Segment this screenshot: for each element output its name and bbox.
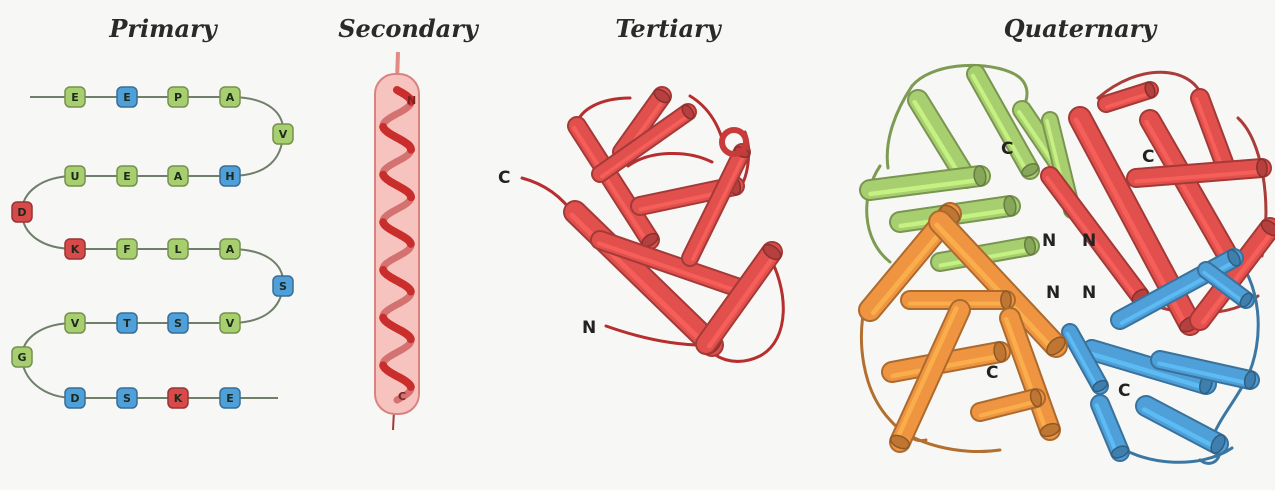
c-terminus-label: C xyxy=(1118,381,1130,401)
residue: E xyxy=(117,166,137,186)
residue-letter: G xyxy=(17,351,26,364)
residue: D xyxy=(65,388,85,408)
tertiary-c-label: C xyxy=(498,168,510,188)
helix-tube xyxy=(870,165,987,193)
residue: V xyxy=(220,313,240,333)
residue-letter: K xyxy=(71,243,80,256)
helix-c-label: C xyxy=(398,390,406,403)
tertiary-n-label: N xyxy=(582,318,596,338)
residue: D xyxy=(12,202,32,222)
n-terminus-label: N xyxy=(1082,231,1096,251)
residue-letter: S xyxy=(279,280,287,293)
residue: K xyxy=(168,388,188,408)
residue: A xyxy=(220,239,240,259)
residue: P xyxy=(168,87,188,107)
tertiary-structure: C N xyxy=(498,87,783,362)
residue: S xyxy=(168,313,188,333)
quaternary-structure: C C N N N N C C xyxy=(861,65,1275,463)
residue-letter: H xyxy=(225,170,234,183)
residue-letter: A xyxy=(226,91,235,104)
n-terminus-label: N xyxy=(1082,283,1096,303)
residue-letter: A xyxy=(174,170,183,183)
residue: A xyxy=(220,87,240,107)
residue-letter: V xyxy=(226,317,235,330)
helix-tube xyxy=(1097,404,1130,460)
residue: L xyxy=(168,239,188,259)
residue-letter: U xyxy=(71,170,80,183)
residue: V xyxy=(273,124,293,144)
residue-letter: K xyxy=(174,392,183,405)
residue: S xyxy=(117,388,137,408)
c-terminus-label: C xyxy=(986,363,998,383)
residue: F xyxy=(117,239,137,259)
residue: A xyxy=(168,166,188,186)
residue: K xyxy=(65,239,85,259)
helix-tube xyxy=(706,242,783,347)
n-terminus-label: N xyxy=(1042,231,1056,251)
secondary-structure: N C xyxy=(375,52,419,430)
residue-letter: V xyxy=(279,128,288,141)
residue-letter: P xyxy=(174,91,182,104)
residue: G xyxy=(12,347,32,367)
helix-tube xyxy=(1144,406,1228,455)
residue-letter: S xyxy=(123,392,131,405)
residue-letter: E xyxy=(123,170,131,183)
helix-tube xyxy=(1136,159,1268,182)
residue-letter: D xyxy=(70,392,79,405)
residue-letter: D xyxy=(17,206,26,219)
residue-letter: E xyxy=(123,91,131,104)
c-terminus-label: C xyxy=(1142,147,1154,167)
residue: S xyxy=(273,276,293,296)
n-terminus-label: N xyxy=(1046,283,1060,303)
residue: E xyxy=(117,87,137,107)
residue: T xyxy=(117,313,137,333)
primary-structure: E E P A U E A H K F L A V T S V D S K E V D S G xyxy=(12,87,293,408)
residue-letter: E xyxy=(226,392,234,405)
residue-letter: E xyxy=(71,91,79,104)
residue-letter: F xyxy=(123,243,131,256)
c-terminus-label: C xyxy=(1001,139,1013,159)
residue: U xyxy=(65,166,85,186)
residue: H xyxy=(220,166,240,186)
residue: V xyxy=(65,313,85,333)
residue: E xyxy=(220,388,240,408)
helix-n-label: N xyxy=(407,94,416,107)
residue: E xyxy=(65,87,85,107)
residue-letter: L xyxy=(174,243,181,256)
residue-letter: A xyxy=(226,243,235,256)
residue-letter: V xyxy=(71,317,80,330)
residue-letter: S xyxy=(174,317,182,330)
residue-letter: T xyxy=(123,317,131,330)
